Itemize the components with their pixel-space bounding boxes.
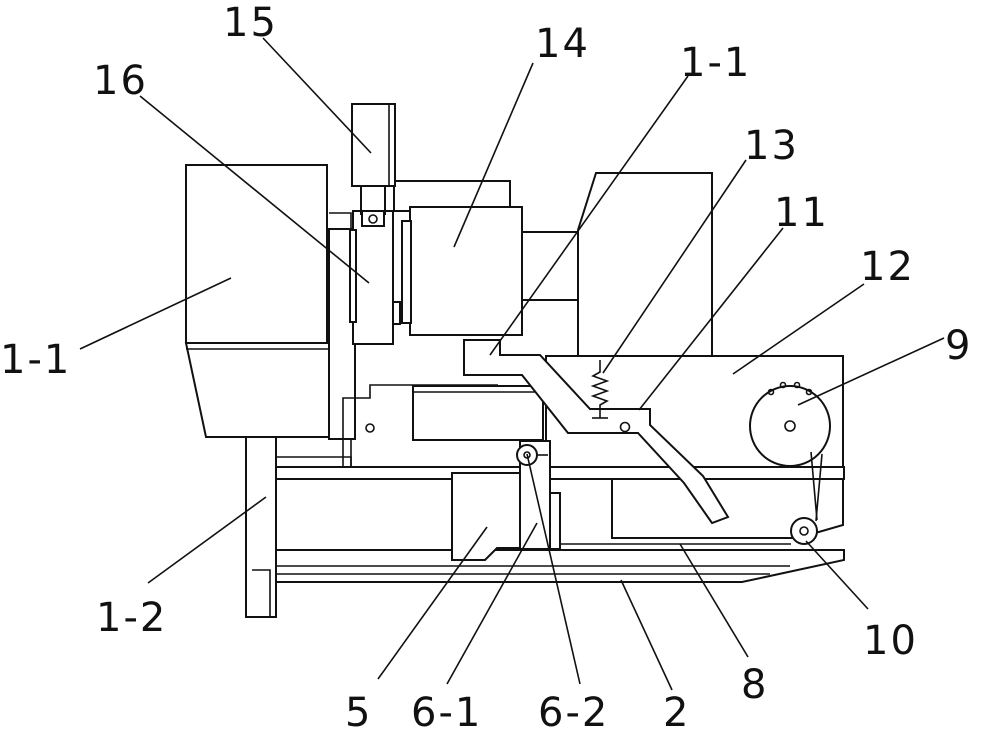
- label-5: 5: [345, 690, 372, 732]
- wheel-9-dot-3: [793, 381, 801, 389]
- label-2: 2: [663, 690, 690, 732]
- label-11: 11: [774, 190, 829, 236]
- wheel-9-dot-1: [767, 388, 775, 396]
- leader-1-1-left: [79, 277, 232, 350]
- leader-11: [638, 227, 784, 411]
- rail-bracket-left: [276, 456, 352, 467]
- pulley-10-hub: [799, 526, 809, 536]
- spring-13: [590, 360, 610, 418]
- label-1-1-left: 1-1: [0, 337, 71, 383]
- label-12: 12: [860, 244, 915, 290]
- label-6-1: 6-1: [411, 690, 482, 732]
- right-upper-box: [577, 172, 713, 357]
- label-16: 16: [93, 58, 148, 104]
- label-8: 8: [741, 662, 768, 708]
- left-upper-box: [185, 164, 328, 344]
- cylinder-15-rod: [360, 185, 386, 215]
- label-15: 15: [223, 0, 278, 46]
- left-hopper: [184, 342, 330, 438]
- label-14: 14: [535, 21, 590, 67]
- label-10: 10: [863, 618, 918, 664]
- leader-15: [262, 37, 372, 154]
- label-9: 9: [945, 323, 972, 369]
- leader-9: [797, 337, 945, 406]
- inner-box: [412, 385, 544, 441]
- motor-14-flange: [401, 220, 412, 324]
- leader-12: [732, 283, 865, 375]
- belt-right-1: [810, 451, 818, 521]
- cam-pivot: [619, 421, 631, 433]
- slider-5: [451, 472, 523, 561]
- leader-13: [602, 159, 747, 374]
- carriage-rail: [549, 492, 561, 550]
- leader-8: [679, 543, 749, 658]
- left-support-column: [245, 436, 277, 618]
- wheel-9-dot-2: [779, 381, 787, 389]
- frame-hole: [365, 423, 375, 433]
- wheel-9-hub: [784, 420, 796, 432]
- leader-10: [805, 540, 869, 610]
- guide-rail-top: [275, 466, 845, 480]
- leader-6-1: [446, 522, 538, 685]
- cylinder-15-pin: [368, 214, 378, 224]
- cylinder-15-clamp: [361, 210, 385, 227]
- label-13: 13: [744, 123, 799, 169]
- wheel-9-dot-4: [805, 388, 813, 396]
- carriage-pulley-hub: [523, 451, 531, 459]
- shaft-left-flange: [349, 229, 357, 323]
- motor-14: [409, 206, 523, 336]
- leader-6-2: [526, 453, 581, 685]
- leader-16: [139, 95, 370, 284]
- label-6-2: 6-2: [538, 690, 609, 732]
- leader-14: [453, 62, 534, 248]
- label-1-2: 1-2: [96, 595, 167, 641]
- shaft-right-stub: [392, 301, 401, 325]
- leader-1-2: [147, 496, 267, 584]
- pulley-10: [790, 517, 818, 545]
- shaft-block: [352, 210, 394, 345]
- leader-1-1-top: [489, 75, 689, 356]
- left-support-foot: [252, 569, 271, 616]
- wheel-9: [749, 385, 831, 467]
- belt-right-2: [815, 453, 823, 522]
- cam-plate-11: [463, 339, 730, 525]
- leader-5: [377, 526, 488, 680]
- label-1-1-top: 1-1: [680, 40, 751, 86]
- leader-2: [620, 579, 673, 691]
